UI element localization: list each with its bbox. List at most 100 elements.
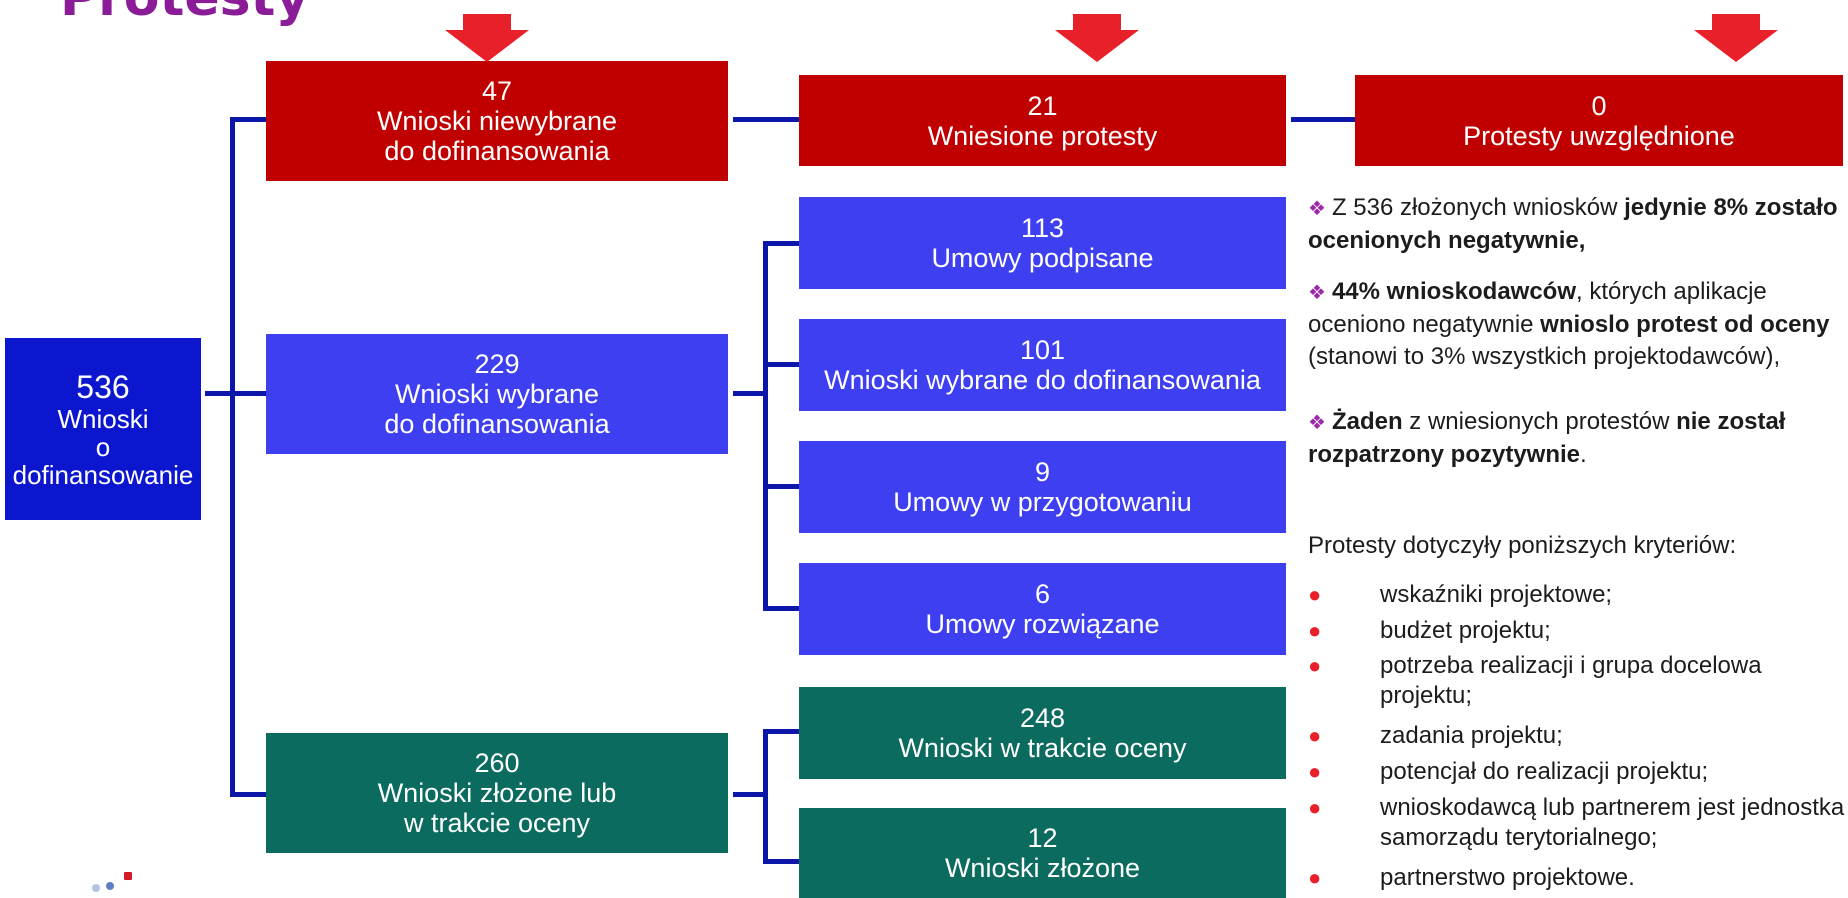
criteria-text: wskaźniki projektowe; — [1380, 581, 1613, 608]
box-contracts-terminated: 6 Umowy rozwiązane — [799, 563, 1286, 655]
criteria-item: ● wskaźniki projektowe; — [1308, 580, 1848, 610]
box-contracts-in-preparation: 9 Umowy w przygotowaniu — [799, 441, 1286, 533]
bullet-dot-icon: ● — [1308, 653, 1322, 678]
criteria-item: ● potencjał do realizacji projektu; — [1308, 757, 1848, 787]
summary-text-bold: nie został rozpatrzony pozytywnie — [1308, 408, 1786, 468]
criteria-text: zadania projektu; — [1380, 722, 1563, 749]
box-number: 101 — [1019, 335, 1066, 365]
box-submitted-protests: 21 Wniesione protesty — [799, 75, 1286, 166]
box-label-line: do dofinansowania — [384, 409, 610, 439]
summary-point-1: ❖Z 536 złożonych wniosków jedynie 8% zos… — [1308, 192, 1848, 257]
bullet-dot-icon: ● — [1308, 795, 1322, 820]
tree-connector — [763, 606, 799, 611]
box-number: 6 — [1034, 579, 1051, 609]
box-label-line: Wnioski złożone lub — [377, 778, 617, 808]
box-selected-applications: 101 Wnioski wybrane do dofinansowania — [799, 319, 1286, 411]
summary-point-2: ❖44% wnioskodawców, których aplikacje oc… — [1308, 276, 1848, 373]
box-label-line: Wnioski wybrane — [394, 379, 600, 409]
criteria-item: ● partnerstwo projektowe. — [1308, 863, 1848, 893]
bullet-dot-icon: ● — [1308, 759, 1322, 784]
summary-text-bold: jedynie 8% zostało ocenionych negatywnie… — [1308, 194, 1838, 254]
arrow-down-icon — [445, 14, 529, 62]
box-number: 12 — [1027, 823, 1058, 853]
tree-connector — [230, 117, 235, 797]
box-number: 21 — [1027, 90, 1058, 121]
tree-connector — [763, 729, 768, 864]
box-under-evaluation: 248 Wnioski w trakcie oceny — [799, 687, 1286, 779]
box-label-line: Wnioski wybrane do dofinansowania — [824, 365, 1261, 395]
tree-connector — [763, 729, 799, 734]
tree-connector — [763, 362, 799, 367]
summary-text: , których aplikacje oceniono negatywnie — [1308, 278, 1767, 338]
summary-text-bold: Żaden — [1331, 408, 1403, 435]
box-contracts-signed: 113 Umowy podpisane — [799, 197, 1286, 289]
diamond-bullet-icon: ❖ — [1308, 282, 1326, 304]
root-box-total-applications: 536 Wnioski o dofinansowanie — [5, 338, 201, 520]
box-label-line: Umowy w przygotowaniu — [893, 487, 1192, 517]
box-label-line: Wniesione protesty — [927, 120, 1158, 151]
summary-point-3: ❖Żaden z wniesionych protestów nie zosta… — [1308, 406, 1848, 471]
box-label-line: Umowy rozwiązane — [925, 609, 1160, 639]
summary-text: Z 536 złożonych wniosków — [1331, 194, 1625, 221]
bullet-dot-icon: ● — [1308, 865, 1322, 890]
tree-connector — [230, 792, 266, 797]
box-label-line: Umowy podpisane — [931, 243, 1154, 273]
criteria-text: potencjał do realizacji projektu; — [1380, 758, 1709, 785]
bullet-dot-icon: ● — [1308, 618, 1322, 643]
tree-connector — [763, 241, 799, 246]
box-number: 260 — [474, 748, 520, 778]
box-number: 229 — [474, 349, 520, 379]
box-label-line: Protesty uwzględnione — [1463, 120, 1735, 151]
box-submitted-or-under-evaluation: 260 Wnioski złożone lub w trakcie oceny — [266, 733, 728, 853]
tree-connector — [763, 484, 799, 489]
tree-connector — [205, 391, 235, 396]
root-number: 536 — [76, 369, 130, 405]
criteria-intro: Protesty dotyczyły poniższych kryteriów: — [1308, 532, 1737, 559]
criteria-text: wnioskodawcą lub partnerem jest jednostk… — [1380, 794, 1845, 851]
diamond-bullet-icon: ❖ — [1308, 198, 1326, 220]
box-number: 9 — [1034, 457, 1051, 487]
box-label-line: w trakcie oceny — [403, 808, 591, 838]
box-label-line: Wnioski złożone — [944, 853, 1141, 883]
tree-connector — [763, 859, 799, 864]
box-submitted: 12 Wnioski złożone — [799, 808, 1286, 898]
box-label-line: Wnioski niewybrane — [376, 106, 618, 136]
box-number: 0 — [1591, 90, 1607, 121]
bullet-dot-icon: ● — [1308, 582, 1322, 607]
summary-text: . — [1580, 441, 1587, 468]
tree-connector — [230, 391, 266, 396]
root-label-line: o — [95, 432, 111, 462]
summary-text: z wniesionych protestów — [1402, 408, 1677, 435]
summary-text-bold: 44% wnioskodawców — [1331, 278, 1577, 305]
diamond-bullet-icon: ❖ — [1308, 412, 1326, 434]
page-title: Protesty — [60, 0, 309, 26]
box-not-selected: 47 Wnioski niewybrane do dofinansowania — [266, 61, 728, 181]
box-selected-for-funding: 229 Wnioski wybrane do dofinansowania — [266, 334, 728, 454]
tree-connector — [733, 792, 765, 797]
box-label-line: do dofinansowania — [384, 136, 610, 166]
criteria-item: ● wnioskodawcą lub partnerem jest jednost… — [1308, 793, 1848, 853]
criteria-text: partnerstwo projektowe. — [1380, 864, 1635, 891]
criteria-text: potrzeba realizacji i grupa docelowa pro… — [1380, 652, 1762, 709]
box-number: 248 — [1019, 703, 1066, 733]
tree-connector — [1291, 117, 1355, 122]
criteria-item: ● potrzeba realizacji i grupa docelowa pr… — [1308, 651, 1848, 711]
arrow-down-icon — [1694, 14, 1778, 62]
criteria-item: ● zadania projektu; — [1308, 721, 1848, 751]
summary-text: (stanowi to 3% wszystkich projektodawców… — [1308, 343, 1781, 370]
tree-connector — [763, 241, 768, 611]
arrow-down-icon — [1055, 14, 1139, 62]
box-accepted-protests: 0 Protesty uwzględnione — [1355, 75, 1843, 166]
tree-connector — [230, 117, 266, 122]
box-label-line: Wnioski w trakcie oceny — [898, 733, 1187, 763]
box-number: 113 — [1020, 213, 1065, 243]
criteria-text: budżet projektu; — [1380, 617, 1551, 644]
root-label-line: Wnioski — [57, 404, 149, 434]
summary-text-bold: wnioslo protest od oceny — [1540, 311, 1830, 338]
bullet-dot-icon: ● — [1308, 723, 1322, 748]
box-number: 47 — [481, 76, 513, 106]
criteria-item: ● budżet projektu; — [1308, 616, 1848, 646]
root-label-line: dofinansowanie — [12, 460, 194, 490]
tree-connector — [733, 391, 765, 396]
tree-connector — [733, 117, 799, 122]
